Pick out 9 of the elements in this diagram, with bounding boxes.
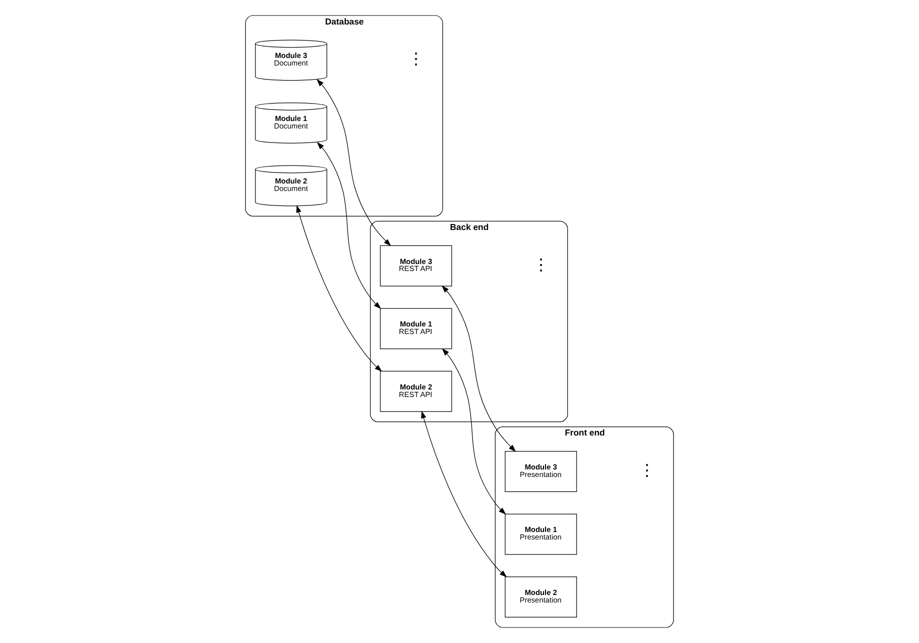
label: ⋮ [408, 50, 424, 68]
label: ⋮ [638, 461, 655, 480]
arrow [442, 348, 506, 515]
arrow [316, 142, 382, 309]
arrow [296, 205, 382, 372]
arrow [316, 79, 392, 246]
arrow [421, 410, 508, 578]
label: ⋮ [532, 256, 549, 274]
arrow [442, 285, 516, 452]
